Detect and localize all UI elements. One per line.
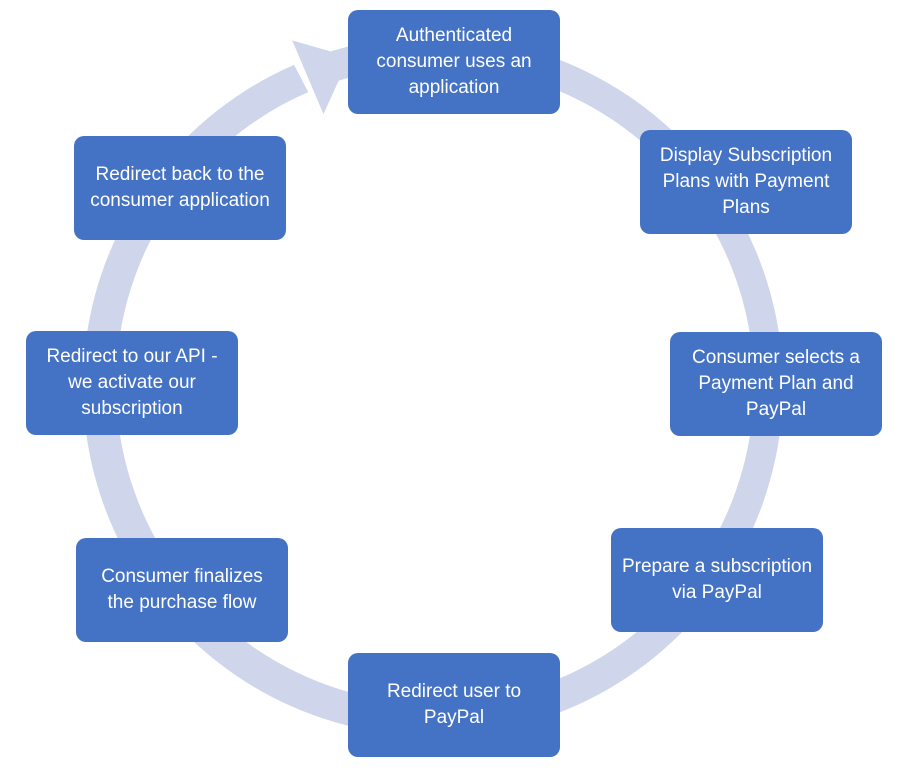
step-authenticated-consumer: Authenticated consumer uses an applicati… [348,10,560,114]
step-consumer-finalizes: Consumer finalizes the purchase flow [76,538,288,642]
step-consumer-selects-plan: Consumer selects a Payment Plan and PayP… [670,332,882,436]
step-display-subscription-plans: Display Subscription Plans with Payment … [640,130,852,234]
step-redirect-back: Redirect back to the consumer applicatio… [74,136,286,240]
step-redirect-user-paypal: Redirect user to PayPal [348,653,560,757]
cycle-arrowhead-icon [292,40,350,115]
step-prepare-subscription: Prepare a subscription via PayPal [611,528,823,632]
step-redirect-to-api: Redirect to our API - we activate our su… [26,331,238,435]
